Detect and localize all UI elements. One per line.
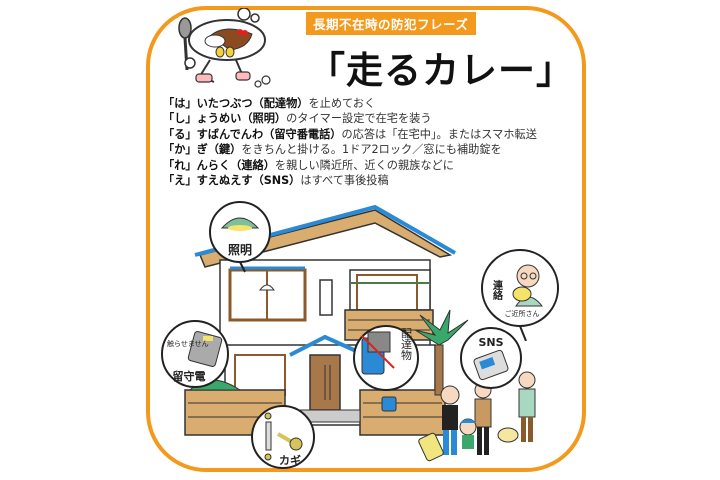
subtitle-banner: 長期不在時の防犯フレーズ <box>306 12 477 35</box>
page-title: 「走るカレー」 <box>308 49 574 92</box>
rule-text: の応答は「在宅中」。またはスマホ転送 <box>341 127 537 141</box>
rule-kana: 「か」 <box>163 143 197 157</box>
rule-keyword: いたつぶつ（配達物） <box>196 97 309 110</box>
rule-kana: 「は」 <box>163 97 197 110</box>
rule-text: のタイマー設定で在宅を装う <box>286 112 432 126</box>
rule-keyword: すばんでんわ（留守番電話） <box>196 127 342 141</box>
rule-kana: 「る」 <box>163 127 197 141</box>
rule-item: 「る」すばんでんわ（留守番電話）の応答は「在宅中」。またはスマホ転送 <box>163 127 593 142</box>
rule-kana: 「し」 <box>163 112 197 126</box>
rule-keyword: んらく（連絡） <box>196 158 275 172</box>
rule-text: をきちんと掛ける。1ドア2ロック／窓にも補助錠を <box>241 143 502 157</box>
rule-kana: 「れ」 <box>163 158 197 172</box>
rule-kana: 「え」 <box>163 174 197 188</box>
contact-bubble: 連絡 ご近所さん <box>481 249 559 341</box>
lighting-bubble: 照明 <box>209 201 271 273</box>
rule-keyword: ぎ（鍵） <box>196 143 242 157</box>
rule-item: 「か」ぎ（鍵）をきちんと掛ける。1ドア2ロック／窓にも補助錠を <box>163 142 593 157</box>
rules-list: 「は」いたつぶつ（配達物）を止めておく 「し」ょうめい（照明）のタイマー設定で在… <box>163 96 593 188</box>
rule-item: 「れ」んらく（連絡）を親しい隣近所、近くの親族などに <box>163 158 593 173</box>
answering-label: 留守電 <box>173 369 206 383</box>
neighbor-label: ご近所さん <box>505 309 540 318</box>
lighting-label: 照明 <box>228 242 252 257</box>
rule-keyword: すえぬえす（SNS） <box>196 174 301 188</box>
rule-keyword: ょうめい（照明） <box>196 112 287 126</box>
delivery-bubble: 配達物 <box>353 325 419 391</box>
rule-item: 「え」すえぬえす（SNS）はすべて事後投稿 <box>163 173 593 188</box>
rule-text: はすべて事後投稿 <box>300 174 389 188</box>
rule-item: 「し」ょうめい（照明）のタイマー設定で在宅を装う <box>163 111 593 126</box>
delivery-label: 配達物 <box>400 327 413 360</box>
orange-frame <box>146 6 586 472</box>
rule-item: 「は」いたつぶつ（配達物）を止めておく <box>163 96 593 111</box>
rule-text: を親しい隣近所、近くの親族などに <box>274 158 454 172</box>
answering-machine-bubble: 触らせません 留守電 <box>161 320 229 388</box>
contact-label: 連絡 <box>491 279 503 301</box>
answering-note: 触らせません <box>167 339 209 348</box>
key-label: カギ <box>279 453 301 467</box>
rule-text: を止めておく <box>308 97 376 110</box>
key-bubble: カギ <box>251 405 315 469</box>
running-curry-mascot-icon <box>178 8 271 88</box>
sns-bubble: SNS <box>460 327 522 389</box>
sns-label: SNS <box>478 336 503 349</box>
